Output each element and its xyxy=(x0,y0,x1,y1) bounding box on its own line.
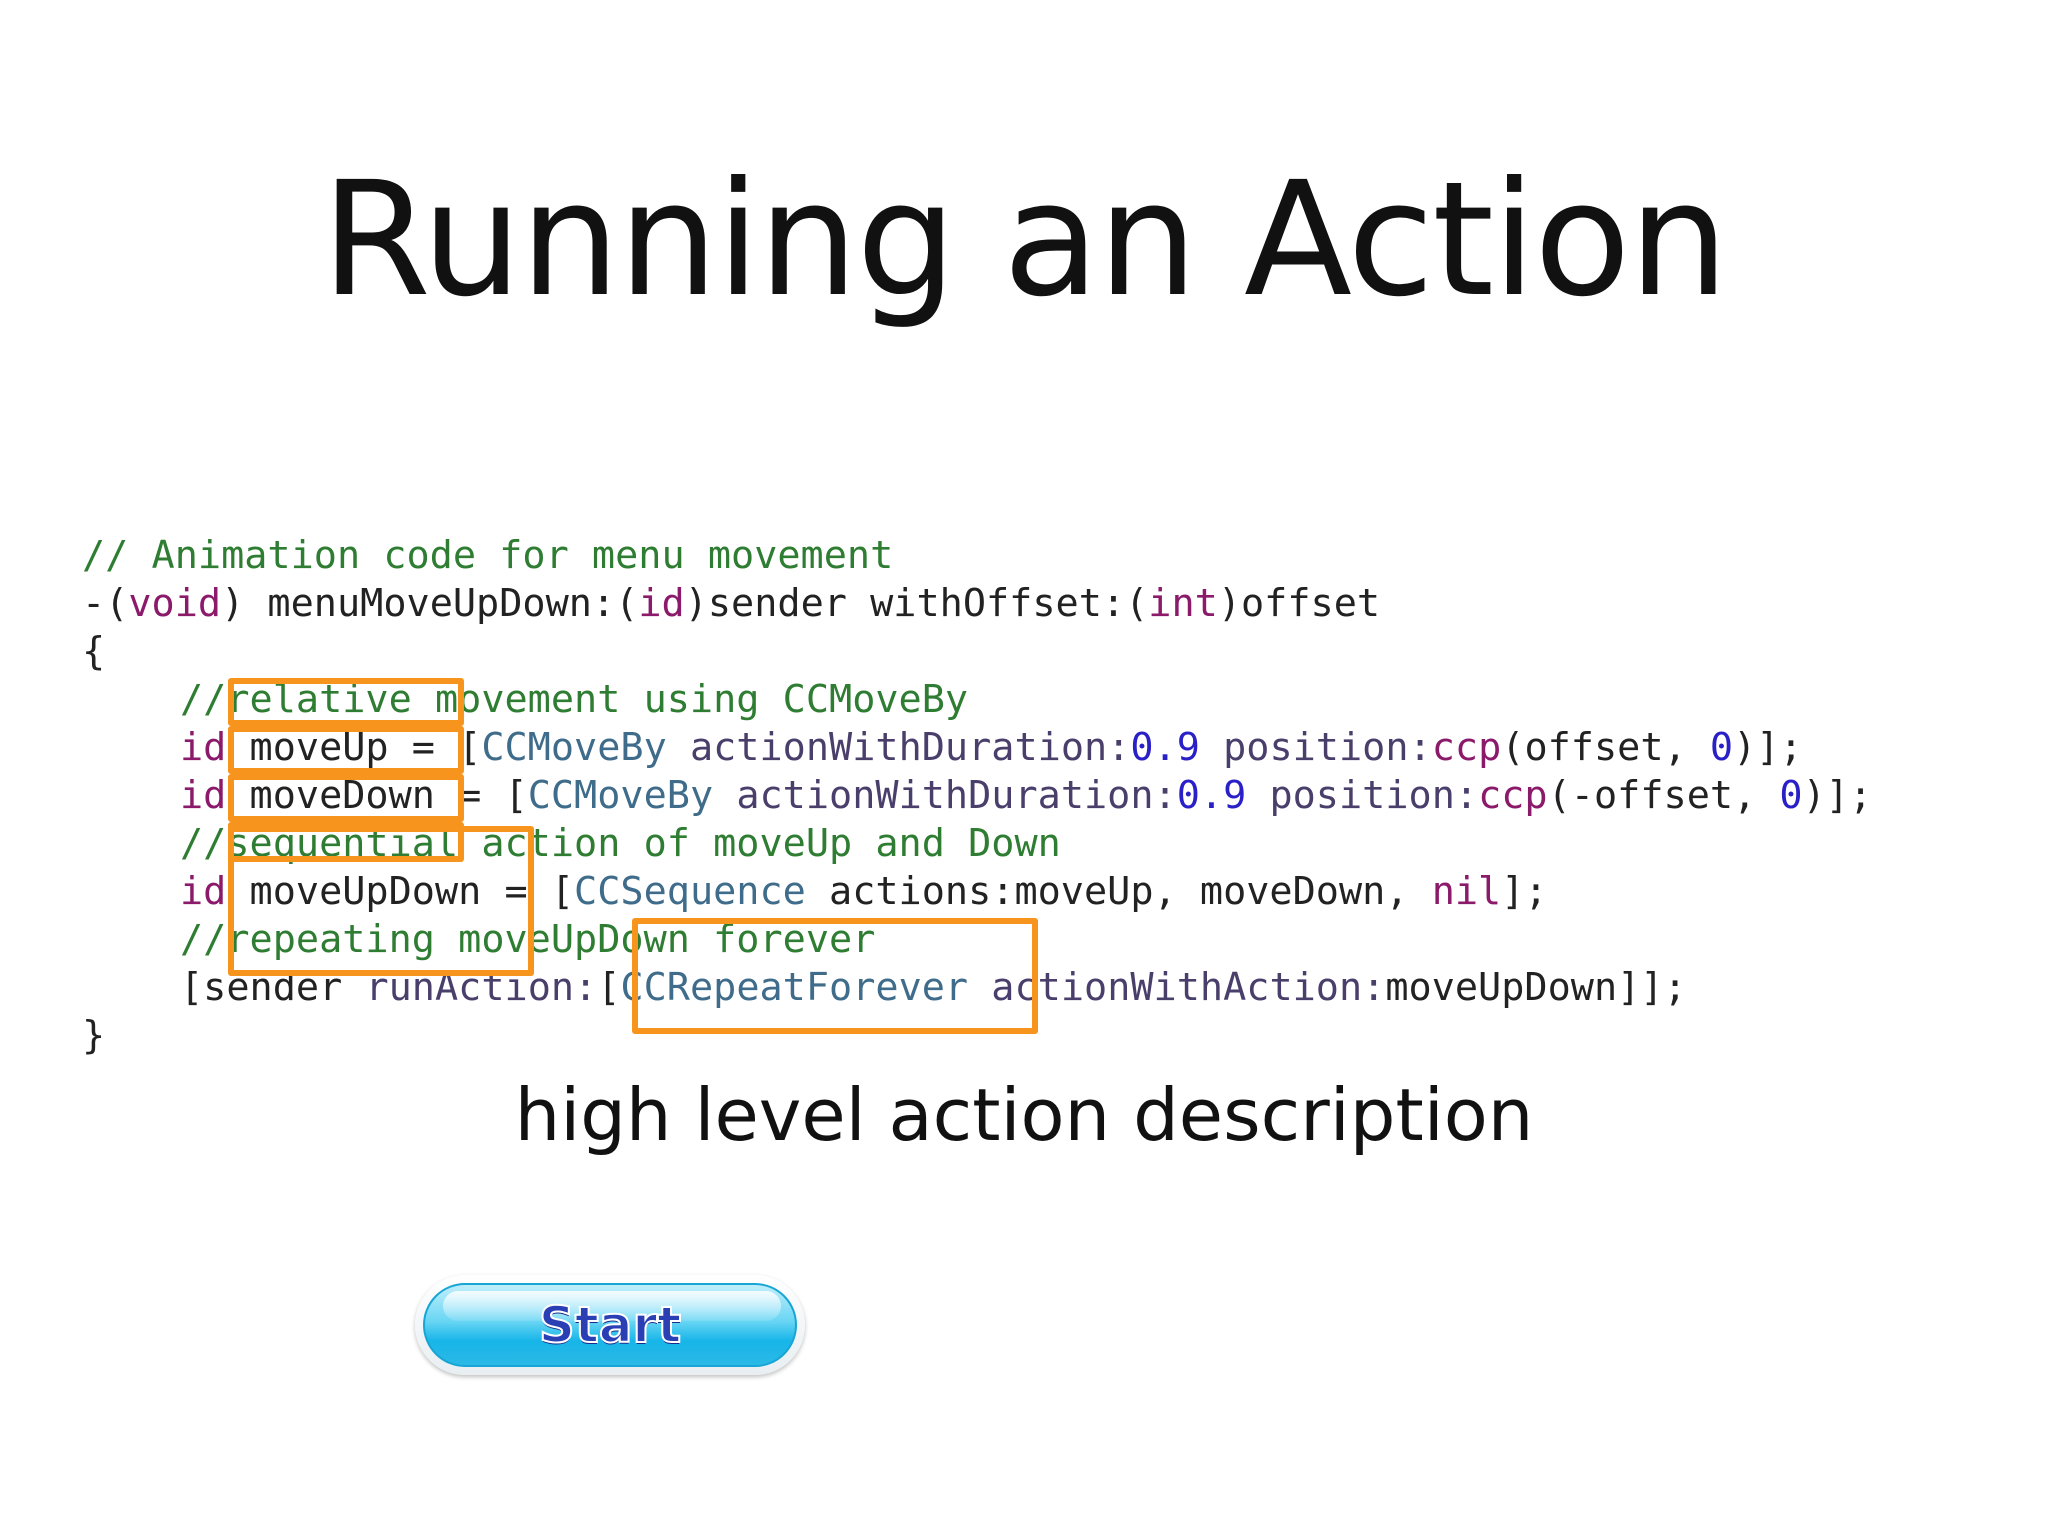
code-token: id xyxy=(180,869,227,914)
code-snippet: // Animation code for menu movement -(vo… xyxy=(0,520,2048,1070)
start-button-face[interactable]: Start xyxy=(423,1283,797,1367)
highlight-box-repeatforever xyxy=(632,918,1038,1034)
code-line-1: // Animation code for menu movement xyxy=(82,533,894,578)
code-token: 0 xyxy=(1709,725,1734,770)
code-line-3: { xyxy=(82,629,106,674)
code-token: CCMoveBy xyxy=(481,725,667,770)
code-line-5: id moveUp = [CCMoveBy actionWithDuration… xyxy=(180,724,1803,772)
code-token: actionWithAction: xyxy=(991,965,1386,1010)
start-button[interactable]: Start xyxy=(415,1275,805,1375)
code-token: ) menuMoveUpDown:( xyxy=(221,581,639,626)
code-token: )]; xyxy=(1733,725,1803,770)
code-line-4: //relative movement using CCMoveBy xyxy=(180,677,969,722)
code-line-11: } xyxy=(82,1013,106,1058)
highlight-box-moveup xyxy=(228,726,464,774)
code-token: )]; xyxy=(1802,773,1873,818)
highlight-box-movedown xyxy=(228,774,464,822)
code-token: position: xyxy=(1223,725,1432,770)
code-token: actionWithDuration: xyxy=(689,725,1131,770)
code-token: nil xyxy=(1431,869,1502,914)
code-token: ]; xyxy=(1501,869,1548,914)
code-token: CCSequence xyxy=(574,869,806,914)
code-line-8: id moveUpDown = [CCSequence actions:move… xyxy=(180,868,1548,916)
code-token: 0.9 xyxy=(1130,725,1200,770)
code-token: )offset xyxy=(1217,581,1381,626)
code-token: id xyxy=(180,725,227,770)
slide-title: Running an Action xyxy=(321,148,1729,332)
code-token: CCMoveBy xyxy=(527,773,714,818)
code-token: int xyxy=(1148,581,1218,626)
code-line-6: id moveDown = [CCMoveBy actionWithDurati… xyxy=(180,772,1872,820)
code-token xyxy=(1246,773,1269,818)
code-token: id xyxy=(180,773,227,818)
code-token: ccp xyxy=(1431,725,1502,770)
code-token: (-offset, xyxy=(1547,773,1780,818)
code-line-2: -(void) menuMoveUpDown:(id)sender withOf… xyxy=(82,580,1380,628)
code-token: position: xyxy=(1269,773,1479,818)
code-token: actionWithDuration: xyxy=(736,773,1177,818)
code-token: CCRepeatForever xyxy=(620,965,969,1010)
slide-caption: high level action description xyxy=(514,1073,1534,1157)
start-button-label: Start xyxy=(538,1295,682,1355)
code-token: moveUpDown]]; xyxy=(1385,965,1687,1010)
code-token: 0 xyxy=(1779,773,1803,818)
button-gloss xyxy=(443,1291,781,1321)
code-token: void xyxy=(128,581,222,626)
code-line-9: //repeating moveUpDown forever xyxy=(180,917,876,962)
highlight-box-moveupdown xyxy=(228,826,534,976)
code-token: -( xyxy=(82,581,129,626)
code-token xyxy=(667,725,690,770)
highlight-box-relative xyxy=(228,678,464,726)
code-token: ccp xyxy=(1478,773,1548,818)
code-token: id xyxy=(638,581,685,626)
code-token: [ xyxy=(597,965,621,1010)
code-token: (offset, xyxy=(1501,725,1710,770)
code-token: )sender withOffset:( xyxy=(684,581,1149,626)
code-token: moveUpDown = [ xyxy=(226,869,575,914)
code-token xyxy=(1200,725,1223,770)
code-token xyxy=(713,773,736,818)
code-token: 0.9 xyxy=(1176,773,1247,818)
code-token: actions:moveUp, moveDown, xyxy=(805,869,1432,914)
